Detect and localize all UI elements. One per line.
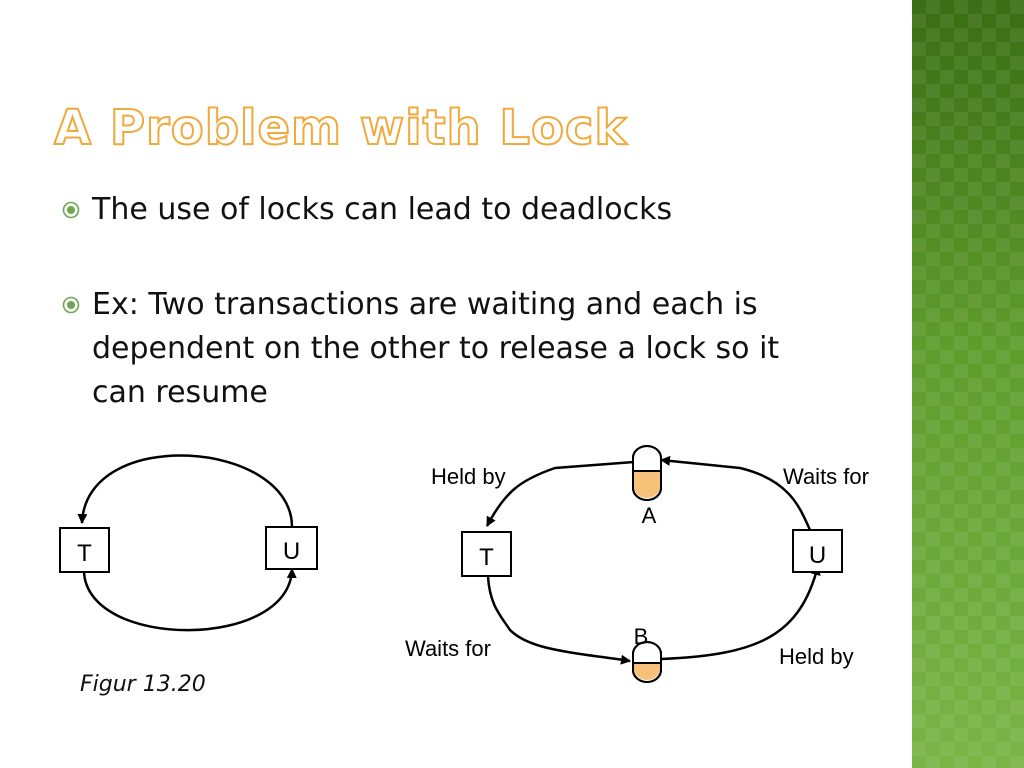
bullet-text: Ex: Two transactions are waiting and eac… bbox=[92, 287, 780, 410]
waits-for-label-bottom: Waits for bbox=[405, 636, 491, 661]
held-by-label-bottom: Held by bbox=[779, 644, 854, 669]
right-wait-for-graph: T U A B Held by Waits for Waits for Held… bbox=[405, 445, 869, 683]
bullet-text: The use of locks can lead to deadlocks bbox=[92, 192, 673, 227]
lock-a-icon bbox=[632, 445, 662, 501]
lock-b-label: B bbox=[634, 624, 649, 649]
deadlock-diagrams: T U T U A B bbox=[59, 445, 869, 683]
waits-for-label-top: Waits for bbox=[783, 464, 869, 489]
left-wait-for-graph: T U bbox=[59, 454, 318, 632]
node-u: U bbox=[792, 529, 843, 573]
svg-text:U: U bbox=[283, 538, 300, 565]
slide-title: A Problem with Lock bbox=[53, 99, 628, 157]
svg-text:T: T bbox=[479, 544, 494, 571]
svg-text:U: U bbox=[809, 542, 826, 569]
svg-text:T: T bbox=[77, 540, 92, 567]
bullet-item: The use of locks can lead to deadlocks bbox=[62, 188, 842, 232]
circled-dot-icon bbox=[62, 201, 80, 219]
held-by-label-top: Held by bbox=[431, 464, 506, 489]
lock-a-label: A bbox=[642, 503, 657, 528]
circled-dot-icon bbox=[62, 296, 80, 314]
edge-t-to-u bbox=[82, 568, 297, 632]
decorative-sidebar bbox=[912, 0, 1024, 768]
figure-caption: Figur 13.20 bbox=[80, 672, 206, 697]
edge-u-to-t bbox=[77, 454, 294, 528]
lock-b-icon bbox=[632, 641, 662, 683]
edge-a-held-by-t bbox=[485, 460, 635, 527]
edge-b-held-by-u bbox=[660, 565, 821, 661]
node-t: T bbox=[59, 527, 110, 573]
node-t: T bbox=[461, 531, 512, 577]
bullet-item: Ex: Two transactions are waiting and eac… bbox=[62, 283, 842, 415]
node-u: U bbox=[265, 526, 318, 570]
edge-t-waits-for-b bbox=[486, 576, 631, 665]
edge-u-waits-for-a bbox=[660, 455, 812, 531]
